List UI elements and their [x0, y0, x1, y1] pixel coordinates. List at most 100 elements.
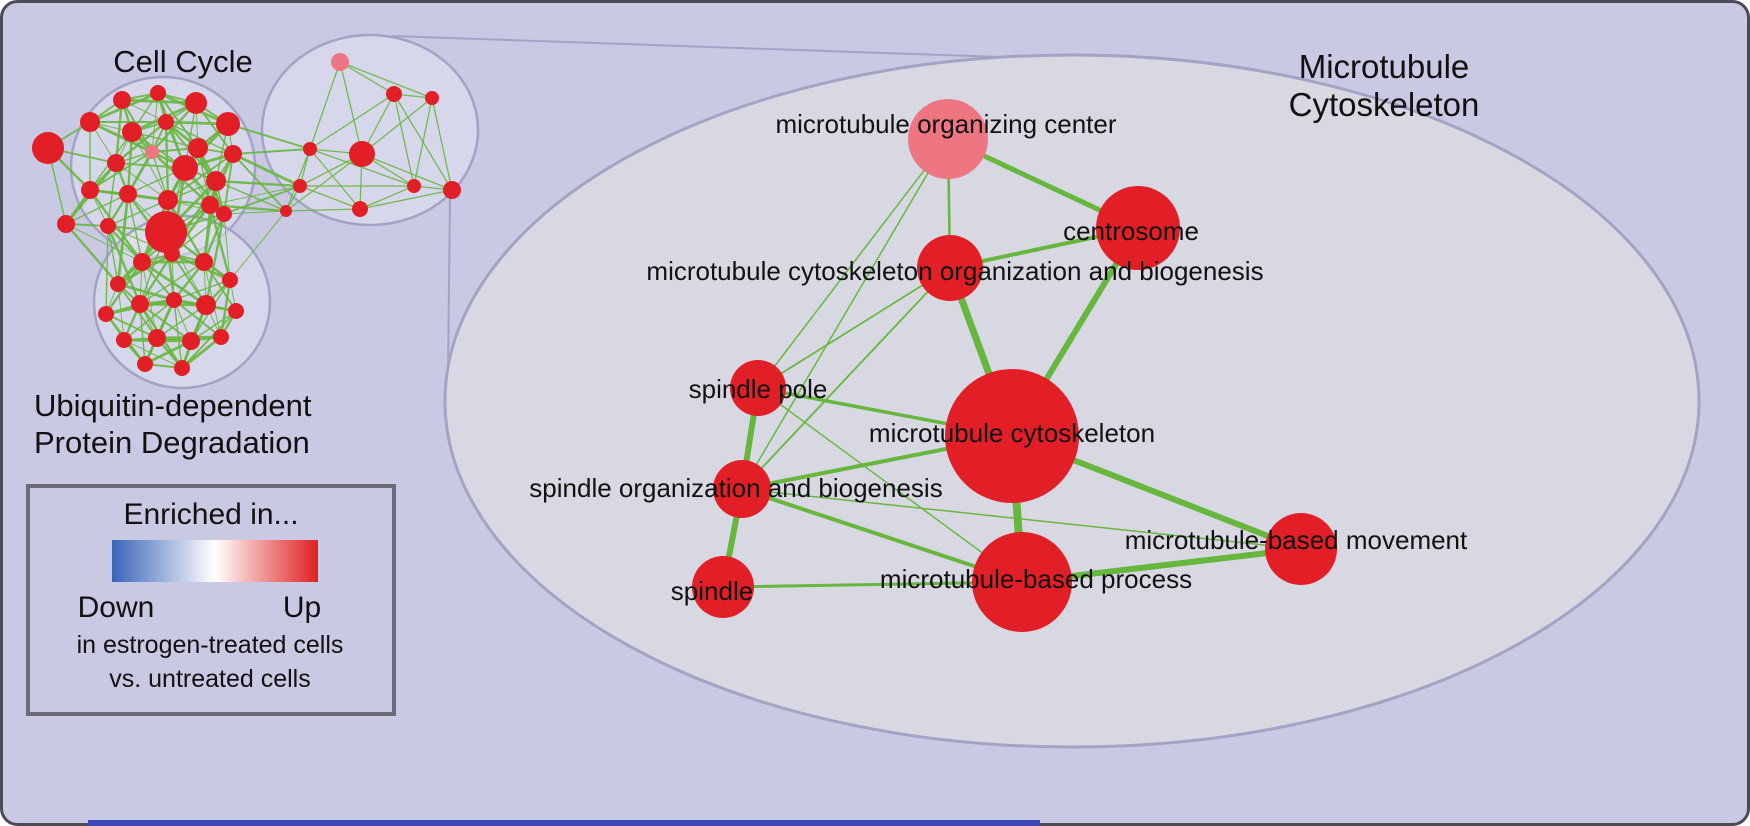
mini-edge [361, 153, 453, 191]
mini-node [216, 206, 232, 222]
mini-edge [339, 61, 433, 99]
zoom-connector-line [391, 35, 1001, 58]
mini-node [196, 295, 216, 315]
mini-node [100, 218, 116, 234]
mini-edge [141, 260, 207, 307]
mini-node [107, 154, 125, 172]
mini-node [172, 155, 198, 181]
legend-box [26, 484, 396, 716]
mini-node [443, 181, 461, 199]
mini-edge [204, 213, 226, 306]
mini-node [110, 276, 126, 292]
mini-node [280, 205, 292, 217]
mini-edge [223, 153, 234, 215]
mini-node [57, 215, 75, 233]
cluster-label-ubiquitin-line1: Ubiquitin-dependent [34, 388, 312, 423]
mini-node [150, 85, 166, 101]
mini-edge [65, 223, 119, 285]
mini-node [158, 114, 174, 130]
zoom-node-label-centrosome: centrosome [1063, 216, 1199, 246]
mini-edge [157, 92, 199, 149]
zoom-node-sob [713, 460, 771, 518]
zoom-node-label-mcob: microtubule cytoskeleton organization an… [646, 256, 1263, 286]
zoom-edge-moc-sob [741, 138, 949, 490]
zoom-node-label-moc: microtubule organizing center [775, 109, 1116, 139]
mini-edge [299, 185, 361, 210]
mini-node [188, 138, 208, 158]
mini-edge [105, 225, 109, 315]
zoom-connector-lines [391, 35, 1001, 373]
mini-edge [209, 185, 301, 206]
mini-edge [431, 97, 453, 191]
mini-edge [309, 148, 361, 210]
mini-edge [232, 152, 301, 188]
cluster-label-microtubule-line1: Microtubule [1299, 48, 1470, 85]
mini-edge [339, 61, 363, 155]
mini-edge [106, 225, 142, 305]
mini-edge [116, 193, 130, 285]
mini-edge [139, 261, 205, 305]
mini-node [222, 272, 238, 288]
legend-up-label: Up [283, 591, 321, 624]
mini-edge [223, 210, 287, 215]
zoom-node-spindle_pole [730, 360, 786, 416]
mini-edge [115, 121, 167, 164]
zoom-node-mbm [1265, 513, 1337, 585]
zoom-node-mbp [972, 532, 1072, 632]
mini-edge [223, 185, 301, 215]
zoom-edge-moc-spindle_pole [757, 138, 949, 389]
mini-network-nodes [32, 53, 461, 376]
mini-node [352, 201, 368, 217]
mini-node [166, 292, 182, 308]
legend-gradient-bar [112, 540, 318, 582]
mini-node [407, 179, 421, 193]
mini-edge [139, 303, 146, 365]
mini-edge [173, 299, 222, 338]
mini-node [137, 356, 153, 372]
mini-edge [126, 131, 134, 195]
mini-edge [123, 339, 183, 369]
mini-edge [359, 185, 415, 210]
cluster-label-ubiquitin-line2: Protein Degradation [34, 425, 310, 460]
mini-node [293, 179, 307, 193]
legend-title: Enriched in... [123, 498, 298, 531]
mini-node [119, 185, 137, 203]
zoom-connector-line [447, 195, 451, 373]
mini-node [213, 329, 229, 345]
mini-node [145, 145, 159, 159]
mini-edge [164, 121, 170, 201]
mini-edge [285, 208, 361, 212]
mini-edge [223, 213, 231, 281]
mini-node [32, 132, 64, 164]
mini-edge [309, 148, 415, 187]
mini-edge [209, 203, 287, 213]
mini-edge [139, 303, 192, 342]
zoom-node-centrosome [1096, 186, 1180, 270]
legend: Enriched in... Down Up in estrogen-treat… [26, 484, 396, 716]
mini-node [224, 145, 242, 163]
zoom-node-label-mbp: microtubule-based process [880, 564, 1192, 594]
cluster-label-microtubule-line2: Cytoskeleton [1289, 86, 1480, 123]
mini-node [80, 112, 100, 132]
mini-edge [89, 120, 153, 154]
mini-node [216, 112, 240, 136]
mini-edge [339, 61, 395, 95]
mini-edge [65, 193, 129, 225]
mini-edge [361, 97, 433, 155]
mini-edge [117, 282, 175, 302]
mini-edge [107, 199, 169, 227]
mini-edge [167, 153, 234, 201]
zoom-edge-mcob-spindle_pole [757, 267, 951, 389]
mini-node [331, 53, 349, 71]
mini-edge [229, 210, 287, 281]
mini-edge [203, 204, 211, 263]
legend-down-label: Down [78, 591, 155, 624]
zoom-node-label-spindle: spindle [671, 576, 753, 606]
mini-edge [65, 223, 143, 263]
mini-edge [115, 162, 169, 201]
mini-node [148, 329, 166, 347]
mini-edge [359, 189, 453, 210]
zoom-node-label-mbm: microtubule-based movement [1125, 525, 1468, 555]
